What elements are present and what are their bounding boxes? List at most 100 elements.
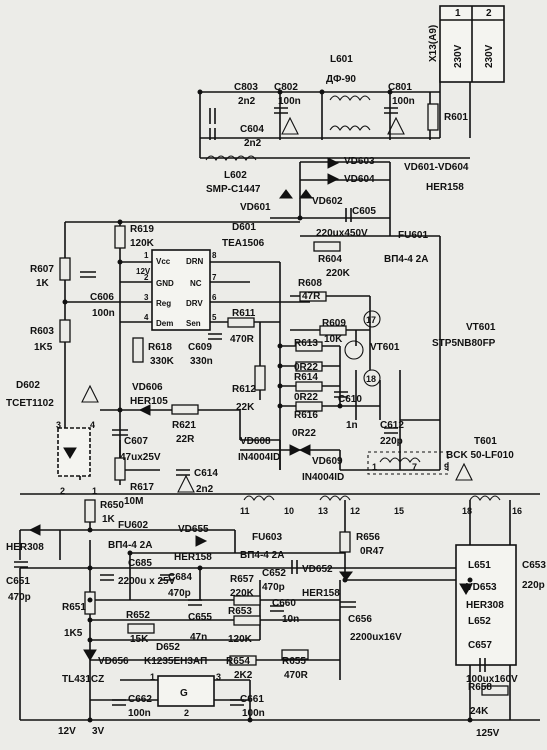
l602-val: SMP-C1447 <box>206 184 261 195</box>
warning-icon <box>177 474 195 493</box>
diode-vd604 <box>327 173 340 185</box>
r654-ref: R654 <box>226 656 250 667</box>
capacitor-c607 <box>112 429 128 436</box>
transformer-primary-coil <box>379 457 421 464</box>
resistor-r658 <box>481 685 509 696</box>
fu603-ref: FU603 <box>252 532 282 543</box>
r656-val: 0R47 <box>360 546 384 557</box>
sec-pin-18: 18 <box>462 506 472 516</box>
c661-val: 100n <box>242 708 265 719</box>
d601-val: TEA1506 <box>222 238 265 249</box>
capacitor-c657 <box>479 658 486 672</box>
reg-pin-1: 1 <box>150 672 155 682</box>
ic-pin-num-2: 2 <box>144 273 149 282</box>
diode-vd653 <box>459 583 473 595</box>
c802-ref: C802 <box>274 82 298 93</box>
resistor-r619 <box>114 225 126 249</box>
c652-ref: C652 <box>262 568 286 579</box>
c660-val: 10n <box>282 614 299 625</box>
resistor-r653 <box>233 615 261 626</box>
sec-pin-10: 10 <box>284 506 294 516</box>
opto-pin-3: 3 <box>56 420 61 430</box>
r604-val: 220K <box>326 268 351 279</box>
r621-val: 22R <box>176 434 195 445</box>
r603-ref: R603 <box>30 326 54 337</box>
fu601-ref: FU601 <box>398 230 428 241</box>
r607-ref: R607 <box>30 264 54 275</box>
ic-pin-nc: NC <box>190 279 202 288</box>
c802-val: 100n <box>278 96 301 107</box>
resistor-r611 <box>227 317 255 328</box>
diode-her308-left <box>28 524 41 536</box>
resistor-r654 <box>229 655 257 666</box>
diode-vd606 <box>138 404 151 416</box>
capacitor-c801 <box>384 107 398 114</box>
connector-voltage-1: 230V <box>453 44 464 68</box>
c655-val: 47n <box>190 632 207 643</box>
r616-val: 0R22 <box>292 428 316 439</box>
c653-ref: C653 <box>522 560 546 571</box>
c657-val: 100ux160V <box>466 674 518 685</box>
test-point-18 <box>363 369 381 387</box>
test-point-17 <box>363 310 381 328</box>
l601-ref: L601 <box>330 54 353 65</box>
c801-ref: C801 <box>388 82 412 93</box>
l652-ref: L652 <box>468 616 491 627</box>
capacitor-c651 <box>14 561 28 568</box>
r614-val: 0R22 <box>294 392 318 403</box>
reg-pin-3: 3 <box>216 672 221 682</box>
r613-val: 0R22 <box>294 362 318 373</box>
c612-val: 220p <box>380 436 403 447</box>
vt601-title: VT601 <box>466 322 496 333</box>
regulator-label: G <box>180 688 188 699</box>
r619-ref: R619 <box>130 224 154 235</box>
d652-ref: D652 <box>156 642 180 653</box>
ic-pin-num-3: 3 <box>144 293 149 302</box>
warning-icon <box>455 462 473 481</box>
r619-val: 120K <box>130 238 155 249</box>
c606-val: 100n <box>92 308 115 319</box>
opto-pin-1: 1 <box>92 486 97 496</box>
reg-pin-2: 2 <box>184 708 189 718</box>
mosfet-vt601-symbol <box>344 340 364 360</box>
fu602-val: ВП4-4 2A <box>108 540 152 551</box>
test-point-18-label: 18 <box>366 374 376 384</box>
resistor-r650 <box>84 499 96 523</box>
warning-icons <box>81 116 473 493</box>
c651-ref: C651 <box>6 576 30 587</box>
r655-ref: R655 <box>282 656 306 667</box>
connector-voltage-2: 230V <box>484 44 495 68</box>
her308-left-val: HER308 <box>6 542 44 553</box>
transformer-secondary-coils <box>243 495 501 502</box>
c656-val: 2200ux16V <box>350 632 402 643</box>
c684-val: 470p <box>168 588 191 599</box>
r653-val: 120K <box>228 634 253 645</box>
r658-ref: R658 <box>468 682 492 693</box>
sec-pin-11: 11 <box>240 506 250 516</box>
c605-ref: C605 <box>352 206 376 217</box>
r601-ref: R601 <box>444 112 468 123</box>
opto-pin-4: 4 <box>90 420 95 430</box>
r603-val: 1K5 <box>34 342 53 353</box>
warning-icon <box>281 116 299 135</box>
wires <box>19 59 540 721</box>
vt601-label: VT601 <box>370 342 400 353</box>
c684-ref: C684 <box>168 572 192 583</box>
c661-ref: C661 <box>240 694 264 705</box>
l602-ref: L602 <box>224 170 247 181</box>
capacitor-c802 <box>274 107 288 114</box>
r652-val: 15K <box>130 634 149 645</box>
resistor-r621 <box>171 404 199 415</box>
resistor-r613 <box>295 341 323 352</box>
diode-vd601 <box>279 189 293 199</box>
vd602-ref: VD602 <box>312 196 343 207</box>
capacitor-c605 <box>345 208 352 222</box>
vd-range-val: HER158 <box>426 182 464 193</box>
vd655-val: HER158 <box>174 552 212 563</box>
capacitor-c655 <box>188 599 202 606</box>
c614-ref: C614 <box>194 468 218 479</box>
r650-val: 1K <box>102 514 116 525</box>
l601-val: ДФ-90 <box>326 74 356 85</box>
r604-ref: R604 <box>318 254 342 265</box>
